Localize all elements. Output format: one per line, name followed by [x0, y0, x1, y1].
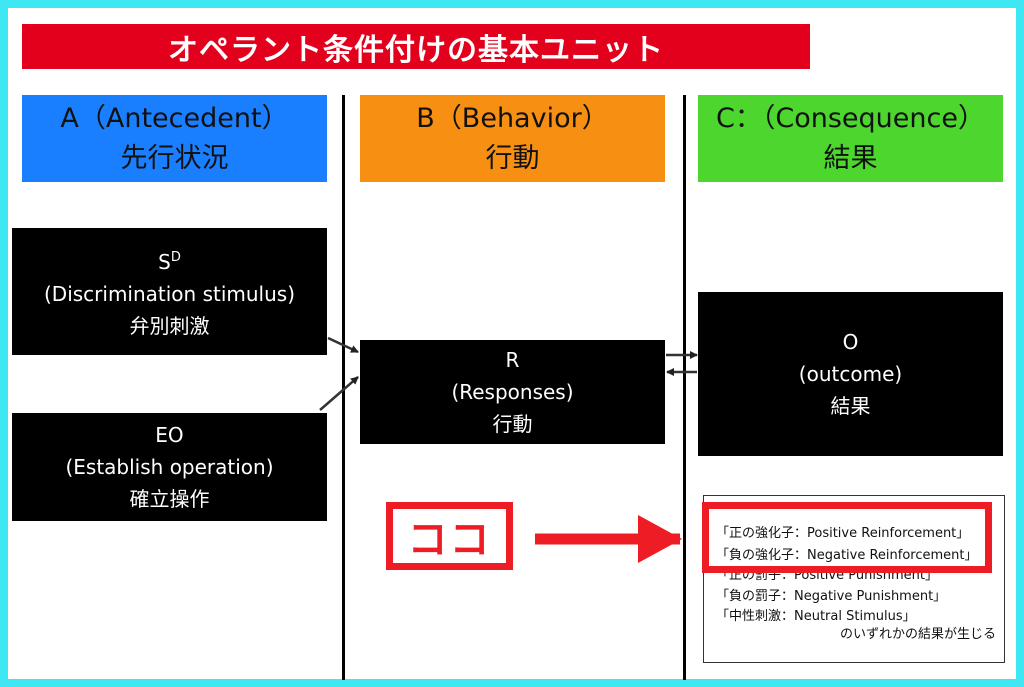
eo-box: EO (Establish operation) 確立操作 [12, 413, 327, 521]
eo-to-r-arrow [319, 376, 359, 411]
r-symbol: R [505, 348, 520, 372]
column-header-consequence: C：（Consequence） 結果 [698, 95, 1003, 182]
r-english-label: (Responses) [451, 380, 574, 404]
results-list-box: 「正の強化子：Positive Reinforcement」 「負の強化子：Ne… [703, 495, 1005, 663]
results-note: のいずれかの結果が生じる [839, 627, 996, 642]
eo-symbol: EO [155, 423, 184, 447]
result-item: 「正の強化子：Positive Reinforcement」 [716, 526, 970, 541]
highlight-callout: ココ [386, 502, 513, 570]
r-japanese-label: 行動 [492, 412, 533, 436]
column-header-subtitle: 結果 [823, 142, 878, 174]
o-english-label: (outcome) [798, 362, 903, 386]
result-item: 「負の強化子：Negative Reinforcement」 [716, 548, 978, 563]
sd-symbol: SD [158, 249, 181, 274]
sd-english-label: (Discrimination stimulus) [43, 281, 296, 306]
highlight-rectangle [702, 502, 992, 573]
column-header-behavior: B（Behavior） 行動 [360, 95, 665, 182]
eo-english-label: (Establish operation) [65, 455, 274, 479]
r-box: R (Responses) 行動 [360, 340, 665, 444]
column-divider-bc [683, 95, 686, 680]
column-header-subtitle: 行動 [485, 142, 540, 174]
o-box: O (outcome) 結果 [698, 292, 1003, 456]
sd-to-r-arrow [327, 336, 359, 354]
result-item: 「負の罰子：Negative Punishment」 [716, 589, 947, 604]
sd-japanese-label: 弁別刺激 [129, 313, 210, 338]
column-header-title: C：（Consequence） [716, 102, 985, 134]
sd-box: SD (Discrimination stimulus) 弁別刺激 [12, 228, 327, 355]
o-symbol: O [842, 330, 859, 354]
column-header-title: A（Antecedent） [60, 102, 289, 134]
column-header-subtitle: 先行状況 [120, 142, 229, 174]
o-japanese-label: 結果 [830, 394, 871, 418]
column-header-antecedent: A（Antecedent） 先行状況 [22, 95, 327, 182]
page-title: オペラント条件付けの基本ユニット [22, 24, 810, 69]
result-item: 「中性刺激：Neutral Stimulus」 [716, 609, 916, 624]
column-header-title: B（Behavior） [416, 102, 609, 134]
column-divider-ab [342, 95, 345, 680]
eo-japanese-label: 確立操作 [129, 487, 210, 511]
